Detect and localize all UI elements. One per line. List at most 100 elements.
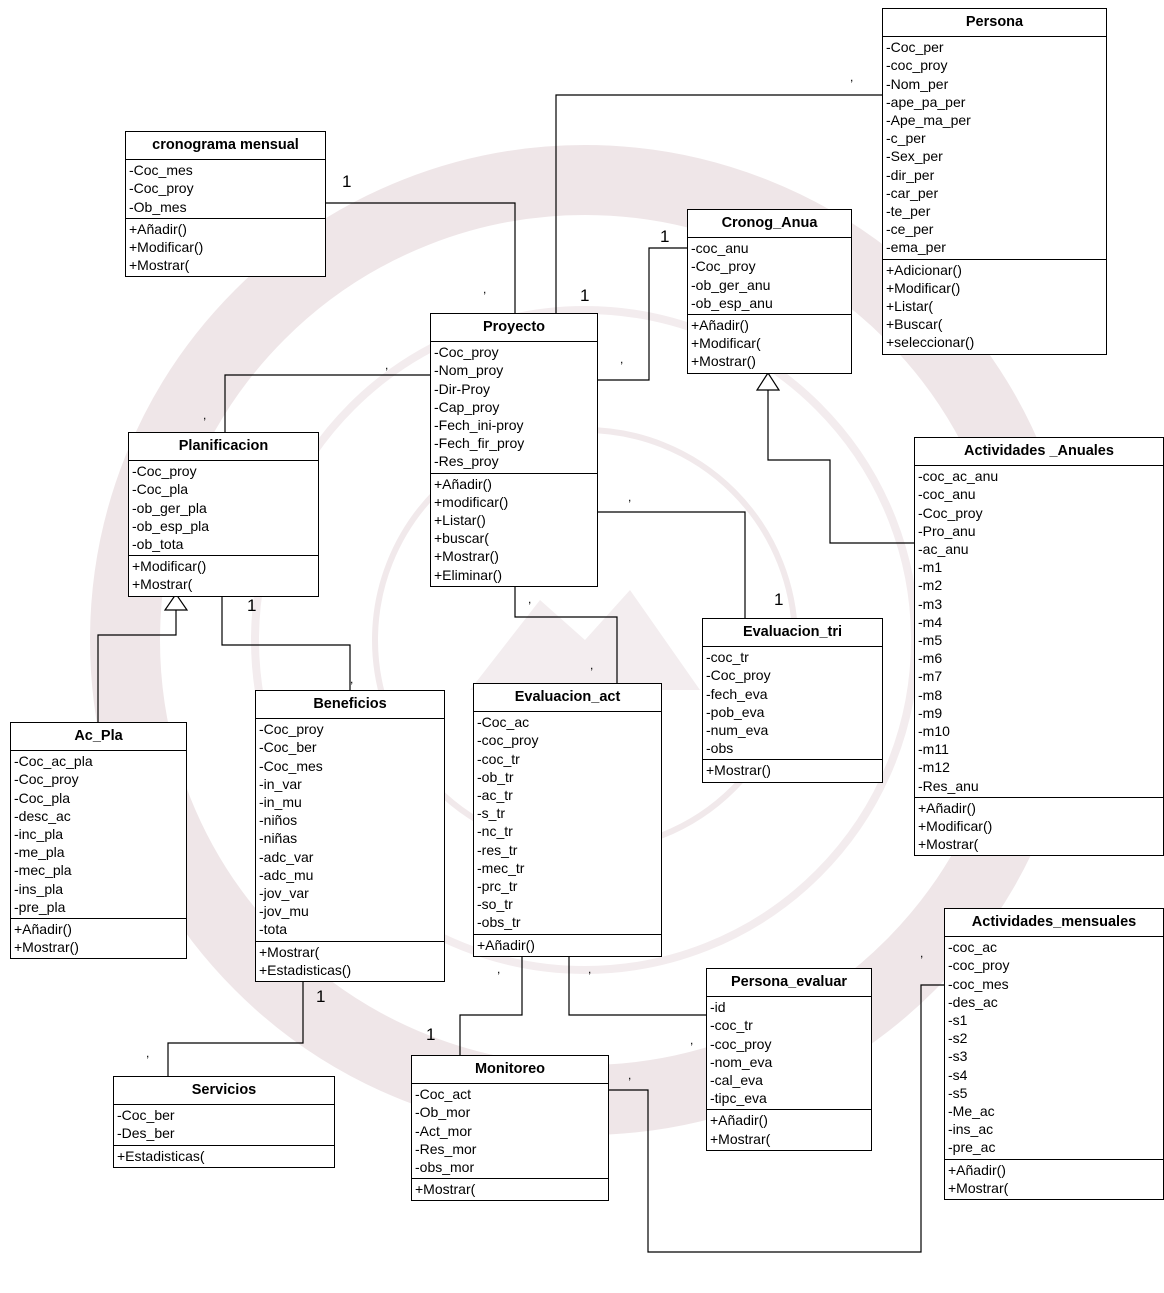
method: +Mostrar(	[710, 1130, 868, 1148]
method: +Añadir()	[434, 475, 594, 493]
class-monitoreo[interactable]: Monitoreo-Coc_act-Ob_mor-Act_mor-Res_mor…	[411, 1055, 609, 1201]
class-name: Proyecto	[431, 314, 597, 342]
attribute: -m12	[918, 758, 1160, 776]
attribute: -s3	[948, 1047, 1160, 1065]
attribute: -Me_ac	[948, 1102, 1160, 1120]
attribute: -s2	[948, 1029, 1160, 1047]
methods-compartment: +Mostrar()	[703, 759, 882, 781]
assoc-cronograma-proyecto	[325, 203, 515, 313]
attribute: -m2	[918, 576, 1160, 594]
method: +Mostrar(	[948, 1179, 1160, 1197]
attribute: -Sex_per	[886, 147, 1103, 165]
class-proyecto[interactable]: Proyecto-Coc_proy-Nom_proy-Dir-Proy-Cap_…	[430, 313, 598, 587]
assoc-evaluacionact-monitoreo	[460, 955, 522, 1055]
class-planificacion[interactable]: Planificacion-Coc_proy-Coc_pla-ob_ger_pl…	[128, 432, 319, 597]
attribute: -Coc_ac_pla	[14, 752, 183, 770]
method: +Modificar(	[691, 334, 848, 352]
method: +Buscar(	[886, 315, 1103, 333]
attributes-compartment: -Coc_ac_pla-Coc_proy-Coc_pla-desc_ac-inc…	[11, 751, 186, 918]
method: +Estadisticas(	[117, 1147, 331, 1165]
attribute: -ins_pla	[14, 880, 183, 898]
attribute: -te_per	[886, 202, 1103, 220]
attribute: -Coc_ber	[117, 1106, 331, 1124]
class-persona[interactable]: Persona-Coc_per-coc_proy-Nom_per-ape_pa_…	[882, 8, 1107, 355]
methods-compartment: +Adicionar()+Modificar()+Listar(+Buscar(…	[883, 259, 1106, 354]
attribute: -in_mu	[259, 793, 441, 811]
attribute: -m10	[918, 722, 1160, 740]
method: +Añadir()	[129, 220, 322, 238]
method: +buscar(	[434, 529, 594, 547]
attribute: -coc_tr	[477, 750, 658, 768]
attribute: -Des_ber	[117, 1124, 331, 1142]
attribute: -coc_proy	[710, 1035, 868, 1053]
class-actividades-mensuales[interactable]: Actividades_mensuales-coc_ac-coc_proy-co…	[944, 908, 1164, 1200]
attribute: -coc_proy	[948, 956, 1160, 974]
tick-mark: ,	[690, 1033, 693, 1047]
class-actividades-anuales[interactable]: Actividades _Anuales-coc_ac_anu-coc_anu-…	[914, 437, 1164, 856]
attributes-compartment: -Coc_per-coc_proy-Nom_per-ape_pa_per-Ape…	[883, 37, 1106, 258]
attribute: -Coc_pla	[132, 480, 315, 498]
attribute: -Coc_proy	[14, 770, 183, 788]
method: +Mostrar()	[691, 352, 848, 370]
attributes-compartment: -id-coc_tr-coc_proy-nom_eva-cal_eva-tipc…	[707, 997, 871, 1109]
method: +Modificar()	[129, 238, 322, 256]
attribute: -me_pla	[14, 843, 183, 861]
attribute: -num_eva	[706, 721, 879, 739]
method: +Listar()	[434, 511, 594, 529]
class-name: Actividades _Anuales	[915, 438, 1163, 466]
method: +Modificar()	[132, 557, 315, 575]
attribute: -ob_tr	[477, 768, 658, 786]
method: +Mostrar(	[415, 1180, 605, 1198]
tick-mark: ,	[628, 1068, 631, 1082]
attribute: -s4	[948, 1066, 1160, 1084]
class-beneficios[interactable]: Beneficios-Coc_proy-Coc_ber-Coc_mes-in_v…	[255, 690, 445, 982]
attribute: -Ob_mor	[415, 1103, 605, 1121]
attribute: -coc_anu	[691, 239, 848, 257]
method: +Añadir()	[948, 1161, 1160, 1179]
attribute: -m11	[918, 740, 1160, 758]
attribute: -obs	[706, 739, 879, 757]
class-evaluacion-tri[interactable]: Evaluacion_tri-coc_tr-Coc_proy-fech_eva-…	[702, 618, 883, 783]
attribute: -tipc_eva	[710, 1089, 868, 1107]
attribute: -ins_ac	[948, 1120, 1160, 1138]
method: +Mostrar(	[918, 835, 1160, 853]
method: +Mostrar()	[434, 547, 594, 565]
class-ac-pla[interactable]: Ac_Pla-Coc_ac_pla-Coc_proy-Coc_pla-desc_…	[10, 722, 187, 959]
class-cronograma-mensual[interactable]: cronograma mensual-Coc_mes-Coc_proy-Ob_m…	[125, 131, 326, 277]
methods-compartment: +Mostrar(+Estadisticas()	[256, 941, 444, 981]
attribute: -jov_var	[259, 884, 441, 902]
attribute: -m9	[918, 704, 1160, 722]
class-evaluacion-act[interactable]: Evaluacion_act-Coc_ac-coc_proy-coc_tr-ob…	[473, 683, 662, 957]
attribute: -ac_anu	[918, 540, 1160, 558]
multiplicity-planificacion: 1	[247, 596, 256, 616]
tick-mark: ,	[483, 282, 486, 296]
attribute: -fech_eva	[706, 685, 879, 703]
attributes-compartment: -coc_ac-coc_proy-coc_mes-des_ac-s1-s2-s3…	[945, 937, 1163, 1158]
methods-compartment: +Mostrar(	[412, 1178, 608, 1200]
attribute: -Nom_proy	[434, 361, 594, 379]
attribute: -ema_per	[886, 238, 1103, 256]
attribute: -mec_pla	[14, 861, 183, 879]
methods-compartment: +Añadir()+Mostrar(	[707, 1109, 871, 1149]
attribute: -tota	[259, 920, 441, 938]
class-servicios[interactable]: Servicios-Coc_ber-Des_ber +Estadisticas(	[113, 1076, 335, 1168]
attributes-compartment: -coc_tr-Coc_proy-fech_eva-pob_eva-num_ev…	[703, 647, 882, 759]
attribute: -cal_eva	[710, 1071, 868, 1089]
attribute: -dir_per	[886, 166, 1103, 184]
attributes-compartment: -Coc_proy-Coc_pla-ob_ger_pla-ob_esp_pla-…	[129, 461, 318, 555]
methods-compartment: +Añadir()+modificar()+Listar()+buscar(+M…	[431, 473, 597, 586]
attribute: -Coc_mes	[129, 161, 322, 179]
class-cronog-anual[interactable]: Cronog_Anua-coc_anu-Coc_proy-ob_ger_anu-…	[687, 209, 852, 374]
attribute: -Coc_proy	[129, 179, 322, 197]
attribute: -prc_tr	[477, 877, 658, 895]
class-name: Monitoreo	[412, 1056, 608, 1084]
method: +Mostrar(	[132, 575, 315, 593]
tick-mark: ,	[850, 70, 853, 84]
attributes-compartment: -coc_anu-Coc_proy-ob_ger_anu-ob_esp_anu	[688, 238, 851, 314]
class-name: Servicios	[114, 1077, 334, 1105]
class-persona-evaluar[interactable]: Persona_evaluar-id-coc_tr-coc_proy-nom_e…	[706, 968, 872, 1151]
methods-compartment: +Añadir()+Modificar(+Mostrar()	[688, 314, 851, 373]
method: +Mostrar()	[706, 761, 879, 779]
attribute: -Res_proy	[434, 452, 594, 470]
